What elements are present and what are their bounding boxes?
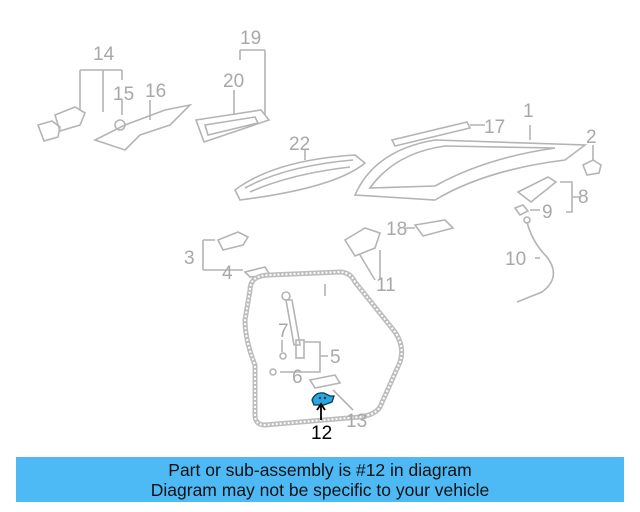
callout-17: 17 <box>484 117 505 138</box>
callout-16: 16 <box>145 81 166 102</box>
banner-line-part: Part or sub-assembly is #12 in diagram <box>168 460 472 480</box>
parts-diagram: 1 2 3 4 5 6 7 8 9 10 11 12 13 14 15 16 1… <box>36 28 602 444</box>
part-2-8-9-illustration <box>513 145 602 217</box>
part-22-illustration <box>233 150 367 201</box>
callout-3: 3 <box>184 248 195 269</box>
callout-6: 6 <box>292 367 303 388</box>
banner-line-disclaimer: Diagram may not be specific to your vehi… <box>150 480 490 500</box>
part-11-18-illustration <box>343 219 455 281</box>
part-3-4-illustration <box>202 231 272 278</box>
part-10-illustration <box>516 216 555 303</box>
callout-14: 14 <box>93 44 115 65</box>
callout-18: 18 <box>386 219 407 240</box>
callout-1: 1 <box>523 101 534 122</box>
callout-7: 7 <box>278 321 289 342</box>
part-5-6-7-illustration <box>269 291 328 376</box>
callout-8: 8 <box>578 187 589 208</box>
callout-5: 5 <box>330 347 341 368</box>
callout-10: 10 <box>505 249 526 270</box>
callout-22: 22 <box>289 134 310 155</box>
callout-19: 19 <box>240 28 261 49</box>
callout-4: 4 <box>222 263 233 284</box>
callout-20: 20 <box>223 71 244 92</box>
callout-13: 13 <box>346 411 367 432</box>
callout-11: 11 <box>376 275 396 296</box>
callout-15: 15 <box>113 84 134 105</box>
part-13-illustration <box>308 374 354 411</box>
door-seal-illustration <box>242 269 405 428</box>
info-banner: Part or sub-assembly is #12 in diagram D… <box>16 457 624 502</box>
part-19-20-illustration <box>194 49 271 144</box>
part-14-15-16-illustration <box>36 69 193 151</box>
callout-12: 12 <box>311 423 332 444</box>
callout-9: 9 <box>542 202 553 223</box>
callout-2: 2 <box>586 127 597 148</box>
part-12-highlighted <box>311 392 335 420</box>
part-1-17-illustration <box>353 121 588 201</box>
